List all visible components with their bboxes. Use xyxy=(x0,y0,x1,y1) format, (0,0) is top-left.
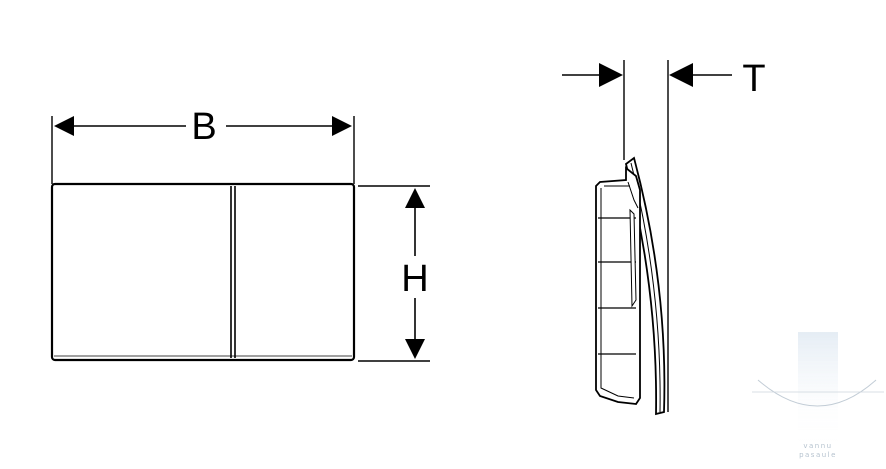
latch-detail xyxy=(629,208,637,308)
side-view: T xyxy=(562,58,766,416)
arrow-left-icon xyxy=(54,116,74,136)
cover-plate-profile xyxy=(624,156,666,416)
watermark-text-1: vannu xyxy=(803,442,832,450)
arrow-right-icon xyxy=(599,63,623,87)
thickness-dimension: T xyxy=(562,58,766,100)
width-label: B xyxy=(191,106,216,148)
flush-plate-outline xyxy=(50,182,356,362)
arrow-right-icon xyxy=(332,116,352,136)
arrow-down-icon xyxy=(405,339,425,359)
thickness-label: T xyxy=(742,58,765,100)
front-view: B H xyxy=(50,106,430,362)
watermark-arc xyxy=(757,379,877,407)
mounting-frame-profile xyxy=(595,166,641,405)
width-dimension: B xyxy=(54,106,352,148)
arrow-up-icon xyxy=(405,188,425,208)
height-label: H xyxy=(401,258,428,300)
watermark-text-2: pasaule xyxy=(799,451,837,459)
watermark-bar xyxy=(798,332,838,442)
watermark: vannu pasaule xyxy=(752,332,884,459)
height-dimension: H xyxy=(401,188,429,359)
arrow-left-icon xyxy=(669,63,693,87)
